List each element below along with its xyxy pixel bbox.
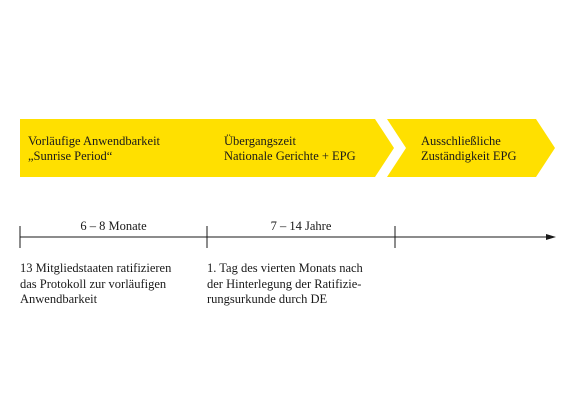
note-line: rungsurkunde durch DE	[207, 292, 328, 306]
phase-label-line: Vorläufige Anwendbarkeit	[28, 134, 161, 148]
note-line: 1. Tag des vierten Monats nach	[207, 261, 363, 275]
phase-label-line: „Sunrise Period“	[28, 149, 113, 163]
note-line: Anwendbarkeit	[20, 292, 98, 306]
phase-label: Ausschließliche Zuständigkeit EPG	[421, 134, 516, 164]
note-line: der Hinterlegung der Ratifizie-	[207, 276, 362, 291]
duration-label-phase-2: 7 – 14 Jahre	[270, 219, 332, 233]
phase-chevron-sunrise: Vorläufige Anwendbarkeit „Sunrise Period…	[20, 119, 220, 177]
phase-chevron-exclusive: Ausschließliche Zuständigkeit EPG	[387, 119, 555, 177]
phase-label-line: Zuständigkeit EPG	[421, 149, 517, 163]
phase-label-line: Übergangszeit	[224, 134, 296, 148]
timeline-arrowhead	[546, 234, 556, 240]
chevron-shape	[194, 119, 394, 177]
phase-label: Übergangszeit Nationale Gerichte + EPG	[224, 134, 356, 164]
chevron-shape	[20, 119, 220, 177]
phase-chevron-transition: Übergangszeit Nationale Gerichte + EPG	[194, 119, 394, 177]
milestone-note-start: 13 Mitgliedstaaten ratifizieren das Prot…	[20, 261, 171, 308]
note-line: das Protokoll zur vorläufigen	[20, 276, 167, 291]
note-line: 13 Mitgliedstaaten ratifizieren	[20, 261, 172, 275]
milestone-note-transition: 1. Tag des vierten Monats nach der Hinte…	[207, 261, 363, 308]
chevron-shape	[387, 119, 555, 177]
phase-label: Vorläufige Anwendbarkeit „Sunrise Period…	[28, 134, 160, 164]
duration-label-phase-1: 6 – 8 Monate	[80, 219, 147, 233]
phase-label-line: Ausschließliche	[421, 134, 501, 148]
phase-label-line: Nationale Gerichte + EPG	[224, 149, 356, 163]
